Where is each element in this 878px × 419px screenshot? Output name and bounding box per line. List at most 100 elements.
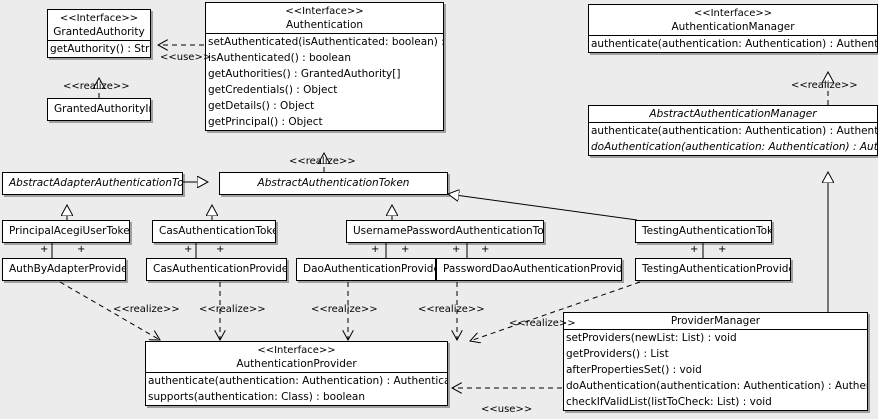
association-mark: + <box>77 244 86 255</box>
class-password-dao-authentication-provider[interactable]: PasswordDaoAuthenticationProvider <box>436 258 622 281</box>
class-principal-acegi-user-token[interactable]: PrincipalAcegiUserToken <box>2 220 130 243</box>
association-mark: + <box>401 244 410 255</box>
class-name: TestingAuthenticationProvider <box>642 263 791 275</box>
class-cas-authentication-provider[interactable]: CasAuthenticationProvider <box>146 258 287 281</box>
class-dao-authentication-provider[interactable]: DaoAuthenticationProvider <box>296 258 436 281</box>
class-header: TestingAuthenticationToken <box>636 221 771 242</box>
association-mark: + <box>481 244 490 255</box>
class-header: PrincipalAcegiUserToken <box>3 221 129 242</box>
class-abstract-adapter-authentication-token[interactable]: AbstractAdapterAuthenticationToken <box>2 172 183 195</box>
stereotype-label: <<Interface>> <box>257 345 336 356</box>
operation: getProviders() : List <box>566 348 669 360</box>
class-name: AuthenticationManager <box>671 21 795 33</box>
class-testing-authentication-provider[interactable]: TestingAuthenticationProvider <box>635 258 791 281</box>
class-header: TestingAuthenticationProvider <box>636 259 790 280</box>
operations-compartment: authenticate(authentication: Authenticat… <box>589 123 877 155</box>
class-abstract-authentication-manager[interactable]: AbstractAuthenticationManager authentica… <box>588 105 878 156</box>
association-mark: + <box>216 244 225 255</box>
class-name: UsernamePasswordAuthenticationToken <box>353 225 544 237</box>
association-mark: + <box>40 244 49 255</box>
edge-label-realize-abstractauthenticationmanager: <<realize>> <box>791 80 858 91</box>
association-mark: + <box>184 244 193 255</box>
class-name: GrantedAuthorityImpl <box>54 103 150 115</box>
edge-label-use-providermanager-authenticationprovider: <<use>> <box>481 404 533 415</box>
edge-label-realize-grantedauthorityimpl: <<realize>> <box>63 81 130 92</box>
divider <box>206 33 443 34</box>
class-header: <<Interface>> GrantedAuthority <box>48 10 150 40</box>
class-name: CasAuthenticationProvider <box>153 263 287 275</box>
class-header: <<Interface>> Authentication <box>206 3 443 33</box>
operation: getAuthorities() : GrantedAuthority[] <box>208 68 401 80</box>
class-header: DaoAuthenticationProvider <box>297 259 435 280</box>
class-name: CasAuthenticationToken <box>159 225 276 237</box>
class-authentication-provider[interactable]: <<Interface>> AuthenticationProvider aut… <box>145 341 448 406</box>
class-name: AbstractAuthenticationManager <box>649 108 817 120</box>
class-header: <<Interface>> AuthenticationProvider <box>146 342 447 372</box>
class-header: AuthByAdapterProvider <box>3 259 125 280</box>
operations-compartment: setAuthenticated(isAuthenticated: boolea… <box>206 34 443 130</box>
class-name: Authentication <box>285 19 364 31</box>
operation: isAuthenticated() : boolean <box>208 52 351 64</box>
class-username-password-authentication-token[interactable]: UsernamePasswordAuthenticationToken <box>346 220 544 243</box>
association-mark: + <box>452 244 461 255</box>
class-header: CasAuthenticationToken <box>153 221 275 242</box>
class-name: AuthByAdapterProvider <box>9 263 126 275</box>
edge-label-use-authentication-grantedauthority: <<use>> <box>160 52 212 63</box>
operation: afterPropertiesSet() : void <box>566 364 702 376</box>
class-name: TestingAuthenticationToken <box>642 225 772 237</box>
operation: getCredentials() : Object <box>208 84 338 96</box>
operation: setAuthenticated(isAuthenticated: boolea… <box>208 36 443 48</box>
class-name: AuthenticationProvider <box>236 358 357 370</box>
operation: setProviders(newList: List) : void <box>566 332 737 344</box>
divider <box>589 122 877 123</box>
class-header: GrantedAuthorityImpl <box>48 99 150 120</box>
class-header: UsernamePasswordAuthenticationToken <box>347 221 543 242</box>
class-name: AbstractAuthenticationToken <box>257 177 410 189</box>
edge-label-realize-abstractauthenticationtoken: <<realize>> <box>289 156 356 167</box>
class-header: CasAuthenticationProvider <box>147 259 286 280</box>
association-mark: + <box>371 244 380 255</box>
association-mark: + <box>690 244 699 255</box>
stereotype-label: <<Interface>> <box>59 13 139 24</box>
class-provider-manager[interactable]: ProviderManager setProviders(newList: Li… <box>563 312 868 411</box>
association-mark: + <box>718 244 727 255</box>
operation: getPrincipal() : Object <box>208 116 323 128</box>
class-granted-authority[interactable]: <<Interface>> GrantedAuthority getAuthor… <box>47 9 151 58</box>
class-name: GrantedAuthority <box>53 26 145 38</box>
class-name: PasswordDaoAuthenticationProvider <box>443 263 622 275</box>
operation: authenticate(authentication: Authenticat… <box>591 125 878 137</box>
class-header: AbstractAuthenticationToken <box>220 173 447 194</box>
operations-compartment: setProviders(newList: List) : void getPr… <box>564 330 867 410</box>
class-authentication-manager[interactable]: <<Interface>> AuthenticationManager auth… <box>588 4 878 53</box>
operation: doAuthentication(authentication: Authent… <box>566 380 867 392</box>
class-header: ProviderManager <box>564 313 867 329</box>
operation: doAuthentication(authentication: Authent… <box>591 141 878 153</box>
class-name: DaoAuthenticationProvider <box>303 263 436 275</box>
divider <box>146 372 447 373</box>
class-name: PrincipalAcegiUserToken <box>9 225 130 237</box>
edge-label-realize-passworddaoauthenticationprovider: <<realize>> <box>418 304 485 315</box>
edge-label-realize-authbyadapterprovider: <<realize>> <box>113 304 180 315</box>
operation: authenticate(authentication: Authenticat… <box>148 375 448 387</box>
class-name: ProviderManager <box>670 315 761 327</box>
class-granted-authority-impl[interactable]: GrantedAuthorityImpl <box>47 98 151 121</box>
stereotype-label: <<Interface>> <box>693 8 773 19</box>
class-header: AbstractAdapterAuthenticationToken <box>3 173 182 194</box>
divider <box>48 40 150 41</box>
class-cas-authentication-token[interactable]: CasAuthenticationToken <box>152 220 276 243</box>
class-authentication[interactable]: <<Interface>> Authentication setAuthenti… <box>205 2 444 131</box>
stereotype-label: <<Interface>> <box>285 6 364 17</box>
operation: authenticate(authentication: Authenticat… <box>591 38 878 50</box>
class-header: PasswordDaoAuthenticationProvider <box>437 259 621 280</box>
edge-label-realize-daoauthenticationprovider: <<realize>> <box>311 304 378 315</box>
operation: getDetails() : Object <box>208 100 315 112</box>
class-auth-by-adapter-provider[interactable]: AuthByAdapterProvider <box>2 258 126 281</box>
operation: supports(authentication: Class) : boolea… <box>148 391 365 403</box>
operations-compartment: getAuthority() : String <box>48 41 150 57</box>
edge-label-realize-testingauthenticationprovider: <<realize>> <box>509 318 576 329</box>
divider <box>564 329 867 330</box>
class-testing-authentication-token[interactable]: TestingAuthenticationToken <box>635 220 772 243</box>
operation: checkIfValidList(listToCheck: List) : vo… <box>566 396 772 408</box>
class-abstract-authentication-token[interactable]: AbstractAuthenticationToken <box>219 172 448 195</box>
class-name: AbstractAdapterAuthenticationToken <box>9 177 183 189</box>
